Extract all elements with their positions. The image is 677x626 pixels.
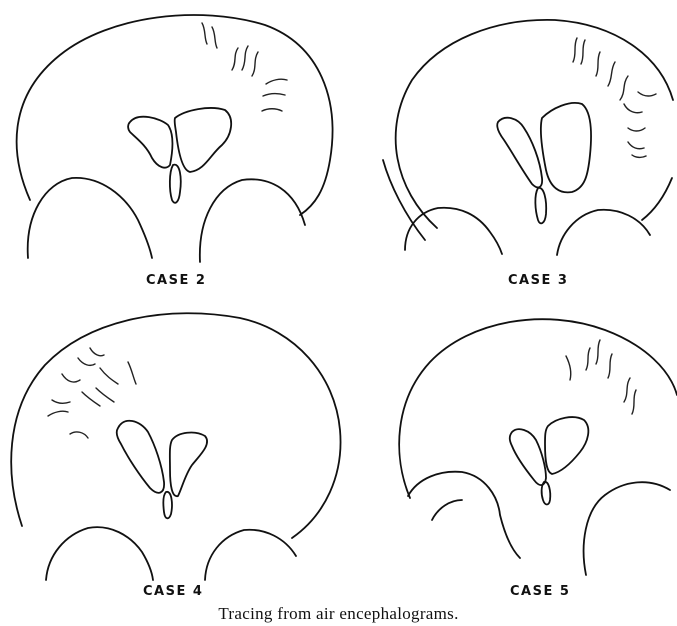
case-5-label: CASE 5: [510, 584, 570, 599]
case-4-skull-outline: [11, 313, 340, 538]
case-2-right-ventricle: [175, 108, 232, 172]
case-2-skull-outline: [17, 15, 333, 215]
case-5-skull-outline: [399, 319, 677, 498]
case-4-third-ventricle: [163, 492, 172, 518]
case-2-right-temporal-arc: [200, 179, 305, 262]
case-4-right-ventricle: [170, 433, 207, 497]
case-2-sulci-markings: [202, 23, 287, 111]
case-3-skull-lower-right: [642, 178, 672, 220]
case-5-right-temporal-arc: [584, 482, 670, 575]
case-4-sulci-markings: [48, 348, 136, 438]
case-5-tracing: [399, 319, 677, 575]
case-5-left-inner-line: [432, 500, 462, 520]
figure-caption: Tracing from air encephalograms.: [0, 604, 677, 624]
case-4-left-temporal-arc: [46, 527, 153, 580]
case-2-label: CASE 2: [146, 273, 206, 288]
case-3-left-ventricle: [497, 118, 542, 188]
case-5-sulci-markings: [566, 340, 636, 414]
case-4-left-ventricle: [117, 421, 164, 493]
case-5-third-ventricle: [542, 482, 551, 505]
case-4-right-temporal-arc: [205, 530, 296, 580]
case-3-tracing: [383, 20, 673, 255]
case-3-left-overlap-line: [383, 160, 425, 240]
case-4-tracing: [11, 313, 340, 580]
case-3-skull-outline: [396, 20, 673, 228]
case-3-left-temporal-arc: [405, 208, 502, 254]
case-5-left-ventricle: [510, 429, 546, 485]
case-3-sulci-markings: [573, 38, 656, 157]
case-3-third-ventricle: [535, 188, 546, 224]
case-4-label: CASE 4: [143, 584, 203, 599]
case-2-tracing: [17, 15, 333, 262]
case-3-right-temporal-arc: [557, 210, 650, 255]
case-2-left-temporal-arc: [28, 178, 152, 258]
case-5-right-ventricle: [545, 417, 588, 474]
case-3-label: CASE 3: [508, 273, 568, 288]
case-2-third-ventricle: [170, 165, 181, 203]
case-3-right-ventricle: [541, 103, 591, 192]
case-5-left-temporal-arc: [408, 472, 520, 558]
case-2-left-ventricle: [128, 117, 172, 168]
